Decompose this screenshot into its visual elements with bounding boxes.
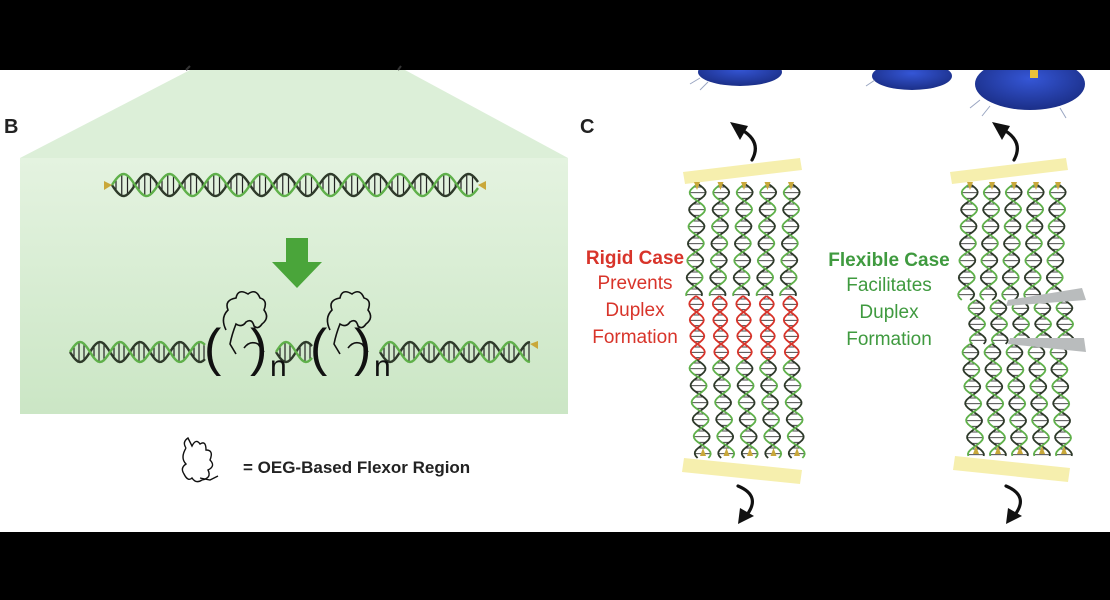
flexible-case-title: Flexible Case <box>828 250 950 271</box>
rigid-case-label: Rigid Case Prevents Duplex Formation <box>570 248 700 351</box>
rigid-bottom-plate <box>682 458 802 484</box>
open-paren-2: ( <box>310 319 328 377</box>
close-paren-1: ) <box>250 319 268 377</box>
flexible-case-line-1: Facilitates <box>846 275 932 296</box>
panel-label-c: C <box>580 116 595 138</box>
flexor-wedge-bottom <box>1008 338 1086 352</box>
legend-label: = OEG-Based Flexor Region <box>243 458 471 477</box>
oeg-flexor-region-2 <box>326 290 372 355</box>
flexible-dsdna-array <box>957 182 1075 457</box>
rigid-case-line-3: Formation <box>592 327 678 348</box>
flexible-top-arrow <box>1002 128 1019 162</box>
transform-arrow <box>272 238 322 288</box>
oeg-flexor-squiggle-icon <box>181 436 219 483</box>
flexible-top-plate <box>950 158 1068 184</box>
flexible-plates <box>950 158 1070 482</box>
flexible-case-line-2: Duplex <box>859 302 919 323</box>
rigid-dsdna-array <box>685 182 806 459</box>
flexor-wedges <box>1006 288 1086 352</box>
bottom-black-bar <box>0 532 1110 600</box>
panel-b-zoom <box>20 65 568 414</box>
flexible-case-line-3: Formation <box>846 329 932 350</box>
top-black-bar <box>0 0 1110 70</box>
rigid-case-line-1: Prevents <box>597 273 673 294</box>
zoom-trapezoid <box>20 70 568 158</box>
close-paren-2: ) <box>354 319 372 377</box>
flexible-case-label: Flexible Case Facilitates Duplex Formati… <box>814 250 964 353</box>
open-paren-1: ( <box>204 319 222 377</box>
repeat-subscript-2: n <box>374 350 391 383</box>
dsdna-helix-segment-right <box>378 340 538 364</box>
dsdna-helix-segment-middle <box>274 340 313 364</box>
rigid-case-line-2: Duplex <box>605 300 665 321</box>
rigid-plates <box>682 158 802 484</box>
blue-blob-yellow-mark <box>1030 70 1038 78</box>
flexor-wedge-top <box>1006 288 1086 306</box>
flexible-bottom-plate <box>953 456 1070 482</box>
dsdna-helix-segment-left <box>68 340 206 364</box>
rigid-top-arrow <box>740 128 757 162</box>
oeg-flexor-region-1 <box>222 290 268 355</box>
panel-b-box <box>20 158 568 414</box>
repeat-subscript-1: n <box>270 350 287 383</box>
dsdna-helix-top <box>104 172 486 198</box>
rigid-top-plate <box>683 158 802 184</box>
panel-label-b: B <box>4 116 19 138</box>
rigid-case-title: Rigid Case <box>585 248 685 269</box>
rotation-arrows <box>730 122 1022 524</box>
blue-blob-3 <box>975 58 1085 110</box>
